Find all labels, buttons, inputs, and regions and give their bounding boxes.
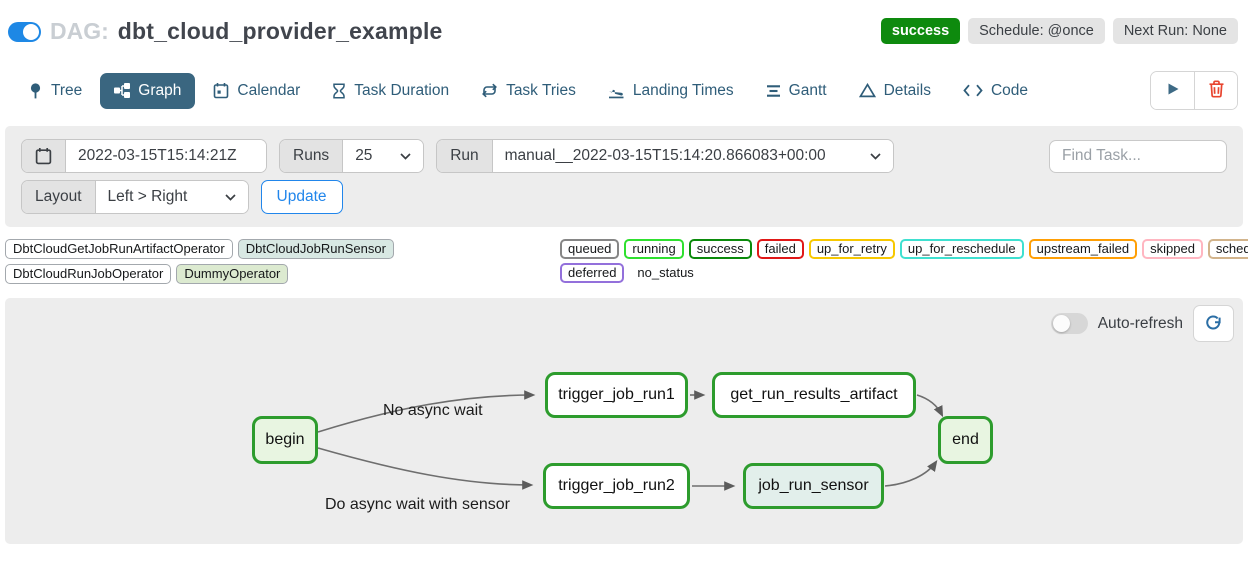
view-tabbar: Tree Graph Calendar Task Duration Task T… bbox=[0, 71, 1248, 110]
tab-calendar[interactable]: Calendar bbox=[199, 73, 314, 109]
task-node-trigger-job-run2[interactable]: trigger_job_run2 bbox=[543, 463, 690, 509]
tree-pin-icon bbox=[28, 82, 43, 99]
header-badges: success Schedule: @once Next Run: None bbox=[880, 18, 1238, 44]
refresh-icon bbox=[1205, 315, 1223, 333]
status-legend-badge: deferred bbox=[560, 263, 625, 283]
filter-bar: Runs 25 Run manual__2022-03-15T15:14:20.… bbox=[5, 126, 1243, 227]
operator-badge: DummyOperator bbox=[176, 264, 289, 284]
operator-badge: DbtCloudGetJobRunArtifactOperator bbox=[5, 239, 233, 259]
tab-gantt[interactable]: Gantt bbox=[752, 73, 841, 109]
tab-label: Landing Times bbox=[632, 81, 734, 99]
tab-graph[interactable]: Graph bbox=[100, 72, 196, 109]
runs-select[interactable]: 25 bbox=[343, 140, 424, 172]
gantt-bars-icon bbox=[766, 84, 781, 98]
calendar-addon bbox=[22, 140, 66, 172]
tab-details[interactable]: Details bbox=[845, 73, 945, 109]
play-icon bbox=[1166, 82, 1180, 99]
dag-graph-panel: No async wait Do async wait with sensor … bbox=[5, 298, 1243, 544]
triangle-icon bbox=[858, 83, 876, 98]
page-title: dbt_cloud_provider_example bbox=[117, 18, 443, 44]
tab-label: Graph bbox=[138, 81, 182, 99]
task-node-job-run-sensor[interactable]: job_run_sensor bbox=[743, 463, 884, 509]
status-legend-badge: success bbox=[688, 239, 752, 259]
tab-label: Task Duration bbox=[354, 81, 450, 99]
tab-task-duration[interactable]: Task Duration bbox=[318, 73, 463, 109]
layout-select-value: Left > Right bbox=[107, 188, 188, 205]
tab-label: Tree bbox=[51, 81, 83, 99]
status-legend-badge: running bbox=[624, 239, 684, 259]
tab-label: Gantt bbox=[788, 81, 827, 99]
layout-group: Layout Left > Right bbox=[21, 180, 249, 214]
status-legend: queued running success failed up_for_ret… bbox=[560, 239, 1248, 283]
calendar-icon bbox=[213, 82, 229, 99]
toggle-knob bbox=[1052, 315, 1070, 332]
task-node-get-run-results-artifact[interactable]: get_run_results_artifact bbox=[712, 372, 916, 418]
auto-refresh-controls: Auto-refresh bbox=[1050, 305, 1234, 342]
trigger-dag-button[interactable] bbox=[1151, 72, 1194, 109]
base-date-input[interactable] bbox=[66, 140, 266, 172]
chevron-down-icon bbox=[400, 152, 411, 160]
dag-pause-toggle[interactable] bbox=[8, 21, 41, 42]
refresh-button[interactable] bbox=[1193, 305, 1234, 342]
delete-dag-button[interactable] bbox=[1194, 72, 1237, 109]
code-brackets-icon bbox=[963, 84, 983, 97]
layout-label: Layout bbox=[22, 181, 96, 213]
tab-label: Task Tries bbox=[506, 81, 576, 99]
auto-refresh-label: Auto-refresh bbox=[1097, 314, 1183, 332]
next-run-badge: Next Run: None bbox=[1112, 18, 1238, 44]
run-select-value: manual__2022-03-15T15:14:20.866083+00:00 bbox=[504, 147, 826, 164]
tab-tree[interactable]: Tree bbox=[14, 73, 96, 109]
chevron-down-icon bbox=[870, 152, 881, 160]
tab-landing-times[interactable]: Landing Times bbox=[594, 73, 748, 109]
operator-badge: DbtCloudRunJobOperator bbox=[5, 264, 172, 284]
status-legend-badge: up_for_retry bbox=[808, 239, 895, 259]
dag-header: DAG: dbt_cloud_provider_example success … bbox=[0, 0, 1248, 45]
toggle-knob bbox=[23, 23, 39, 40]
tab-label: Code bbox=[990, 81, 1029, 99]
calendar-icon bbox=[35, 147, 52, 165]
chevron-down-icon bbox=[224, 193, 236, 201]
repeat-icon bbox=[481, 83, 498, 98]
dag-action-buttons bbox=[1150, 71, 1238, 110]
task-node-end[interactable]: end bbox=[938, 416, 993, 464]
tab-label: Details bbox=[883, 81, 931, 99]
auto-refresh-toggle[interactable] bbox=[1050, 313, 1088, 334]
run-select[interactable]: manual__2022-03-15T15:14:20.866083+00:00 bbox=[492, 140, 893, 172]
edge-label: Do async wait with sensor bbox=[325, 496, 510, 513]
hourglass-icon bbox=[332, 82, 346, 99]
find-task-input[interactable] bbox=[1049, 139, 1227, 173]
status-legend-badge: queued bbox=[560, 239, 620, 259]
tab-code[interactable]: Code bbox=[949, 73, 1042, 109]
task-node-begin[interactable]: begin bbox=[252, 416, 318, 464]
status-badge: success bbox=[880, 18, 961, 44]
status-legend-badge: skipped bbox=[1142, 239, 1203, 259]
status-legend-badge: up_for_reschedule bbox=[899, 239, 1024, 259]
base-date-group bbox=[21, 139, 267, 173]
trash-icon bbox=[1208, 80, 1225, 101]
status-legend-badge: no_status bbox=[637, 265, 694, 280]
layout-select[interactable]: Left > Right bbox=[95, 181, 248, 213]
dag-prefix-label: DAG: bbox=[50, 18, 109, 44]
tab-task-tries[interactable]: Task Tries bbox=[467, 73, 590, 109]
tab-label: Calendar bbox=[237, 81, 301, 99]
runs-select-value: 25 bbox=[355, 147, 373, 164]
dag-edges bbox=[317, 390, 944, 491]
legend: DbtCloudGetJobRunArtifactOperator DbtClo… bbox=[0, 227, 1248, 284]
edge-label: No async wait bbox=[383, 402, 483, 419]
status-legend-badge: failed bbox=[756, 239, 804, 259]
operator-badge: DbtCloudJobRunSensor bbox=[237, 239, 394, 259]
runs-group: Runs 25 bbox=[279, 139, 425, 173]
status-legend-badge: scheduled bbox=[1207, 239, 1248, 259]
update-button[interactable]: Update bbox=[260, 180, 343, 214]
schedule-badge: Schedule: @once bbox=[968, 18, 1105, 44]
status-legend-badge: upstream_failed bbox=[1028, 239, 1138, 259]
graph-icon bbox=[114, 83, 131, 98]
runs-label: Runs bbox=[280, 140, 344, 172]
plane-landing-icon bbox=[608, 83, 625, 99]
task-node-trigger-job-run1[interactable]: trigger_job_run1 bbox=[545, 372, 688, 418]
run-label: Run bbox=[437, 140, 493, 172]
operator-legend: DbtCloudGetJobRunArtifactOperator DbtClo… bbox=[5, 239, 550, 284]
run-group: Run manual__2022-03-15T15:14:20.866083+0… bbox=[436, 139, 894, 173]
